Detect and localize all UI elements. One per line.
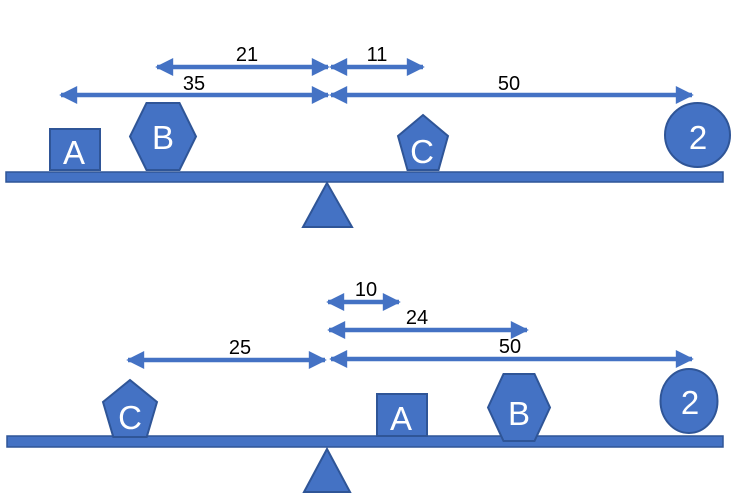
top-hexagon-b: B [128, 102, 198, 171]
bottom-square-a: A [376, 393, 428, 437]
top-circle-2: 2 [664, 102, 731, 168]
top-distance-label-11: 11 [367, 44, 388, 66]
bottom-square-a-label: A [390, 400, 412, 437]
bottom-distance-label-50: 50 [499, 336, 521, 358]
top-distance-label-35: 35 [183, 73, 205, 95]
top-circle-2-label: 2 [689, 119, 707, 156]
square-shape [376, 393, 428, 437]
top-fulcrum-triangle [301, 180, 354, 228]
bottom-distance-label-24: 24 [406, 307, 428, 329]
top-pentagon-c-label: C [410, 133, 434, 170]
top-square-a-label: A [63, 134, 85, 171]
bottom-circle-2: 2 [659, 368, 719, 434]
circle-shape [659, 368, 719, 434]
circle-shape [664, 102, 731, 168]
bottom-distance-label-25: 25 [229, 337, 251, 359]
hexagon-shape [486, 373, 552, 442]
bottom-circle-2-label: 2 [681, 384, 699, 421]
top-balance-diagram: 21 35 11 50 A B C [5, 44, 731, 228]
top-distance-label-50: 50 [498, 73, 520, 95]
top-distance-label-21: 21 [236, 44, 258, 66]
bottom-hexagon-b-label: B [508, 395, 530, 432]
bottom-pentagon-c: C [101, 378, 159, 438]
bottom-fulcrum-triangle [302, 446, 352, 493]
top-square-a: A [49, 128, 101, 171]
top-hexagon-b-label: B [152, 119, 174, 156]
bottom-hexagon-b: B [486, 373, 552, 442]
bottom-beam [6, 435, 724, 448]
bottom-distance-label-10: 10 [355, 279, 377, 301]
pentagon-shape [101, 378, 159, 438]
hexagon-shape [128, 102, 198, 171]
pentagon-shape [396, 113, 450, 171]
top-beam [5, 171, 724, 183]
bottom-balance-diagram: 10 24 25 50 C A B [6, 279, 724, 493]
top-pentagon-c: C [396, 113, 450, 171]
square-shape [49, 128, 101, 171]
bottom-pentagon-c-label: C [118, 399, 142, 436]
